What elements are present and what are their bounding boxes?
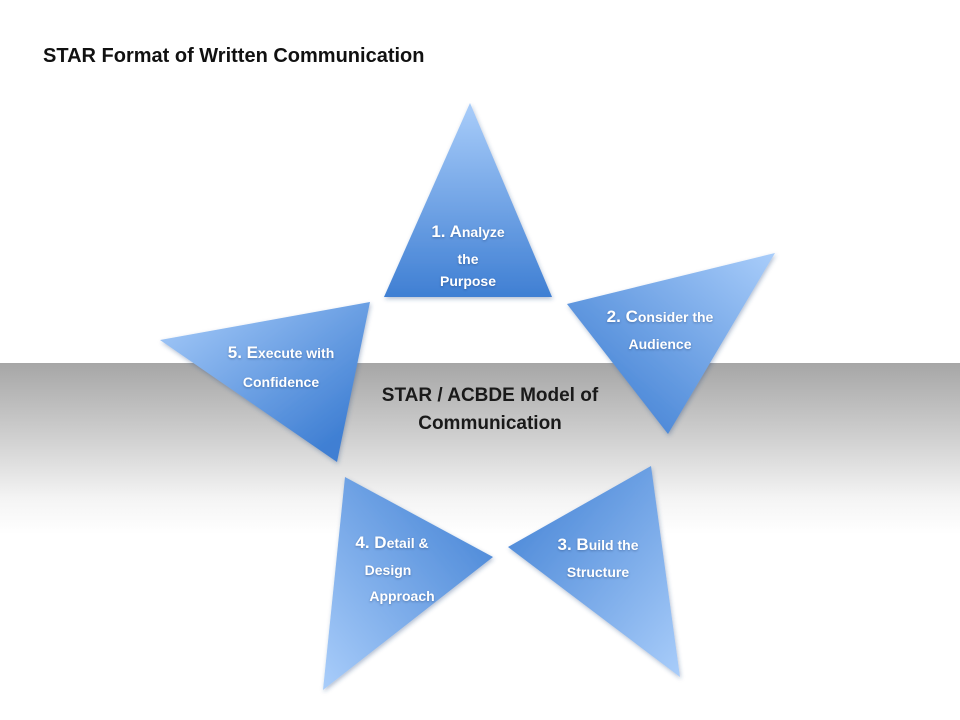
- step-1-text-line-3: Purpose: [439, 273, 496, 289]
- step-4-number: 4. D: [355, 533, 387, 552]
- step-1-text-line-1: nalyze: [461, 224, 505, 240]
- floor-gradient-band: [0, 363, 960, 720]
- step-5-label: 5. Execute with Confidence: [200, 340, 362, 395]
- center-label: STAR / ACBDE Model of Communication: [330, 382, 650, 438]
- step-3-label: 3. Build the Structure: [528, 532, 668, 585]
- step-4-text-line-2: Design: [364, 562, 412, 578]
- step-5-number: 5. E: [227, 343, 258, 362]
- triangle-step-3: [508, 466, 680, 677]
- step-4-label: 4. Detail & Design Approach: [328, 530, 456, 609]
- step-3-text-line-2: Structure: [566, 564, 630, 580]
- step-1-number: 1. A: [431, 222, 462, 241]
- step-2-text-line-1: onsider the: [637, 309, 714, 325]
- triangle-step-2: [567, 253, 775, 434]
- step-3-number: 3. B: [557, 535, 589, 554]
- step-1-label: 1. Analyze the Purpose: [398, 219, 538, 294]
- step-2-text-line-2: Audience: [628, 336, 692, 352]
- page-title: STAR Format of Written Communication: [43, 45, 425, 67]
- center-label-line-1: STAR / ACBDE Model of: [381, 385, 599, 406]
- step-1-text-line-2: the: [457, 251, 479, 267]
- step-5-text-line-2: Confidence: [242, 374, 320, 390]
- step-4-text-line-1: etail &: [386, 535, 429, 551]
- step-4-text-line-3: Approach: [369, 588, 435, 604]
- triangle-step-4: [323, 477, 493, 690]
- triangle-step-5: [160, 302, 370, 462]
- step-2-number: 2. C: [606, 307, 638, 326]
- step-5-text-line-1: xecute with: [258, 345, 335, 361]
- step-2-label: 2. Consider the Audience: [580, 304, 740, 357]
- center-label-line-2: Communication: [418, 413, 562, 434]
- step-3-text-line-1: uild the: [588, 537, 639, 553]
- triangle-step-1: [384, 103, 552, 297]
